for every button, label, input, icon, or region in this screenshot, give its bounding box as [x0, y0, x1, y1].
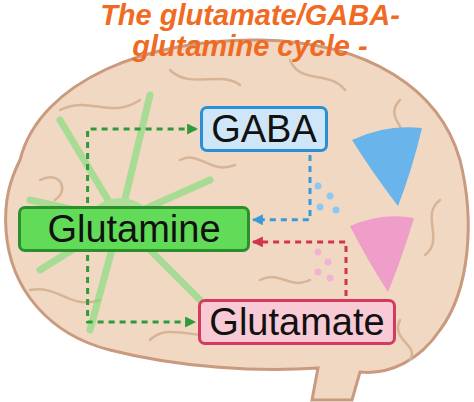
glutamate-neuron	[350, 216, 414, 292]
process-box: Glutamine	[18, 206, 250, 252]
dashed-arrow	[88, 129, 197, 203]
node-label: Glutamine	[47, 209, 220, 249]
node-label: GABA	[211, 109, 317, 149]
process-box: Glutamate	[198, 299, 396, 345]
process-box: GABA	[200, 106, 328, 152]
gaba-neuron	[352, 127, 422, 206]
dashed-arrow	[88, 255, 195, 322]
dashed-arrow	[253, 242, 346, 296]
node-label: Glutamate	[209, 302, 384, 342]
dashed-arrow	[253, 155, 310, 220]
glutamate-vesicles	[315, 249, 334, 282]
diagram-title: The glutamate/GABA- glutamine cycle -	[60, 0, 440, 62]
gaba-vesicles	[315, 183, 340, 214]
brain-outline	[6, 40, 469, 400]
